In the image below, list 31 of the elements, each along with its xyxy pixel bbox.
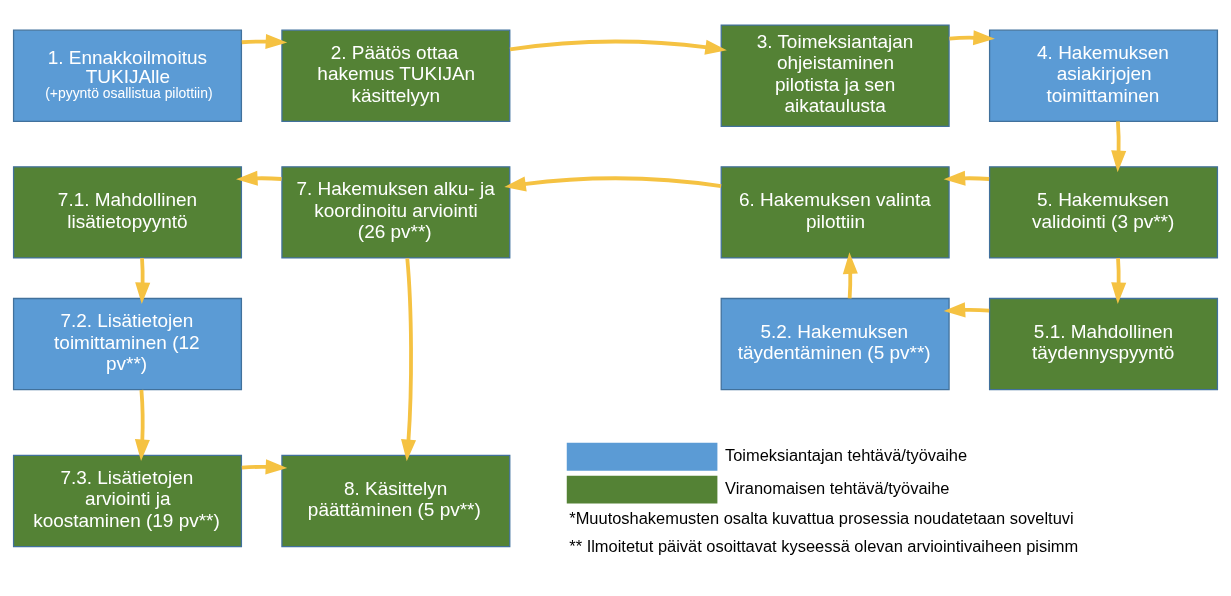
label: *Muutoshakemusten osalta kuvattua prosessia noudatetaan soveltuvi: [569, 508, 1074, 527]
arrow: [504, 175, 722, 191]
arrow: [842, 251, 858, 298]
node-box: 1. Ennakkoilmoitus TUKIJAlle (+pyyntö osallistua pilottiin): [12, 29, 243, 122]
arrow: [135, 257, 151, 304]
legend-label: Viranomaisen tehtävä/työvaihe: [725, 478, 950, 497]
arrow: [1111, 257, 1127, 304]
node-box: 7.1. Mahdollinen lisätietopyyntö: [12, 165, 243, 259]
node-box: 8. Käsittelyn päättäminen (5 pv**): [281, 454, 511, 547]
node-box: 4. Hakemuksen asiakirjojen toimittaminen: [988, 29, 1219, 122]
arrow: [509, 39, 727, 55]
node-box: 7.3. Lisätietojen arviointi ja koostaminen (19 pv**): [12, 454, 243, 547]
arrow: [134, 389, 150, 461]
node-box: 7.2. Lisätietojen toimittaminen (12 pv**): [12, 297, 243, 390]
node-box: 5. Hakemuksen validointi (3 pv**): [988, 165, 1219, 259]
label: ** Ilmoitetut päivät osoittavat kyseessä olevan arviointivaiheen pisimm: [569, 536, 1079, 555]
arrow: [241, 33, 288, 49]
arrow: [943, 301, 990, 317]
node-box: 5.2. Hakemuksen täydentäminen (5 pv**): [720, 297, 950, 390]
arrow: [236, 170, 282, 186]
arrow: [949, 29, 995, 45]
node-box: 3. Toimeksiantajan ohjeistaminen pilotista ja sen aikataulusta: [720, 23, 950, 127]
arrow: [401, 257, 417, 461]
arrow: [943, 170, 990, 186]
node-box: 5.1. Mahdollinen täydennyspyyntö: [988, 297, 1219, 390]
arrow: [241, 458, 288, 474]
node-box: 6. Hakemuksen valinta pilottiin: [720, 165, 950, 259]
node-box: 2. Päätös ottaa hakemus TUKIJAn käsittelyyn: [281, 29, 511, 122]
arrow: [1111, 120, 1127, 172]
legend-label: Toimeksiantajan tehtävä/työvaihe: [725, 445, 968, 464]
node-box: 7. Hakemuksen alku- ja koordinoitu arviointi (26 pv**): [281, 165, 511, 259]
